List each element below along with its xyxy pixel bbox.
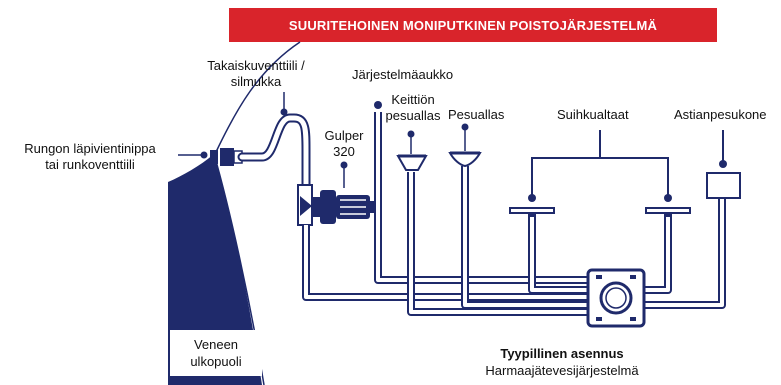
pump-label-line1: Gulper: [324, 128, 364, 143]
hull-fitting-dot: [200, 151, 208, 159]
shower-tray-right: [645, 207, 691, 217]
check-valve-label: Takaiskuventtiili / silmukka: [196, 58, 316, 90]
shower-dot-left: [528, 194, 536, 202]
galley-sink-label: Keittiön pesuallas: [378, 92, 448, 124]
galley-sink-label-line1: Keittiön: [391, 92, 435, 107]
galley-sink-fixture: [396, 154, 428, 171]
hull-outside-label-line2: ulkopuoli: [190, 354, 242, 369]
dishwasher-label: Astianpesukone: [674, 107, 767, 122]
pump-label: Gulper 320: [316, 128, 372, 160]
basin-label: Pesuallas: [448, 107, 505, 122]
manifold: [586, 268, 646, 328]
hull-outside-label-line1: Veneen: [193, 337, 239, 352]
check-valve-dot: [280, 108, 288, 116]
caption-subtitle: Harmaajätevesijärjestelmä: [485, 363, 639, 378]
boat-hull: [168, 154, 262, 385]
pump-dot: [340, 161, 348, 169]
caption-title: Tyypillinen asennus: [500, 346, 624, 361]
gulper-pump: [297, 184, 376, 226]
galley-sink-label-line2: pesuallas: [385, 108, 441, 123]
check-valve-label-line2: silmukka: [230, 74, 282, 89]
system-port-dot: [374, 101, 382, 109]
hull-fitting: [210, 148, 243, 166]
basin-fixture: [448, 151, 482, 168]
diagram-caption: Tyypillinen asennus Harmaajätevesijärjes…: [462, 345, 662, 379]
title-text: SUURITEHOINEN MONIPUTKINEN POISTOJÄRJEST…: [288, 17, 658, 33]
showers-label: Suihkualtaat: [557, 107, 629, 122]
title-banner: SUURITEHOINEN MONIPUTKINEN POISTOJÄRJEST…: [229, 8, 717, 42]
shower-tray-left: [509, 207, 555, 217]
shower-bracket: [531, 130, 669, 196]
dishwasher-box: [706, 172, 741, 199]
check-valve-loop: [237, 113, 311, 195]
hull-outside-label: Veneen ulkopuoli: [170, 330, 262, 376]
hull-outline: [215, 41, 301, 153]
hull-fitting-label-line1: Rungon läpivientinippa: [24, 141, 156, 156]
shower-dot-right: [664, 194, 672, 202]
hull-fitting-label: Rungon läpivientinippa tai runkoventtiil…: [4, 141, 176, 173]
pump-label-line2: 320: [333, 144, 355, 159]
check-valve-label-line1: Takaiskuventtiili /: [207, 58, 305, 73]
hull-fitting-label-line2: tai runkoventtiili: [45, 157, 135, 172]
drain-pipes: [302, 112, 726, 316]
system-port-label: Järjestelmäaukko: [352, 67, 454, 82]
dishwasher-dot: [719, 160, 727, 168]
